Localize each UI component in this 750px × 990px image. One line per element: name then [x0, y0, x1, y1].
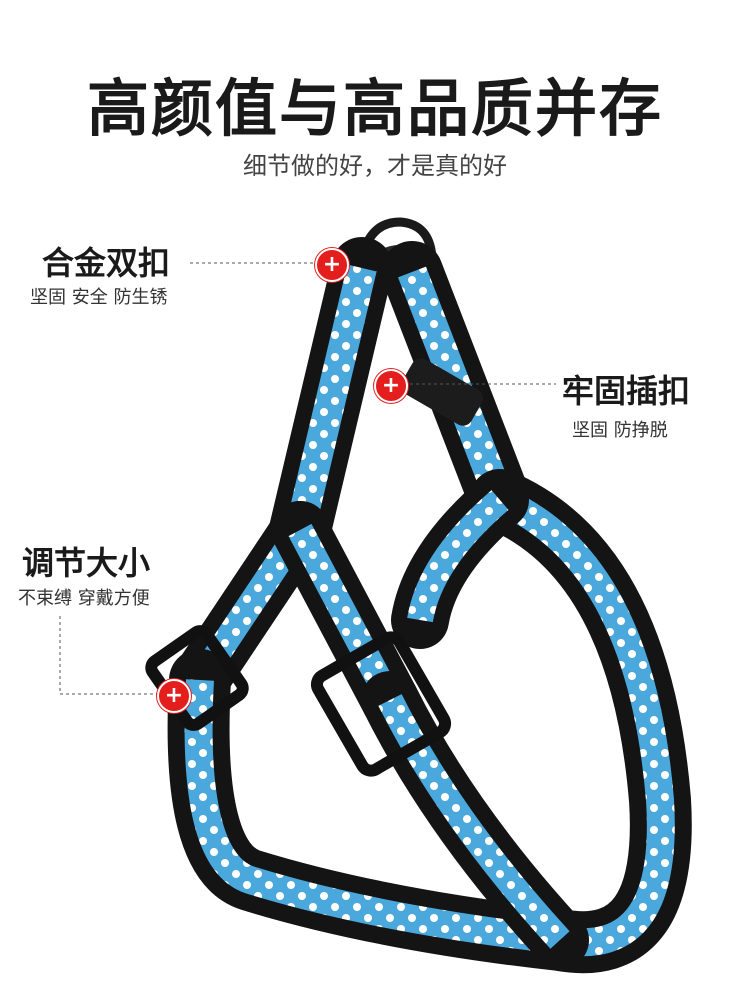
callout-insert-buckle-subtitle: 坚固 防挣脱: [572, 420, 668, 441]
plus-marker-icon: +: [157, 679, 191, 713]
right-adjuster: [310, 631, 452, 777]
plus-marker-icon: +: [315, 248, 349, 282]
callout-alloy-buckle-subtitle: 坚固 安全 防生锈: [30, 287, 168, 308]
callout-insert-buckle-title: 牢固插扣: [562, 372, 691, 410]
callout-alloy-buckle-title: 合金双扣: [42, 244, 171, 282]
callout-adjust-size-title: 调节大小: [22, 544, 151, 582]
headline: 高颜值与高品质并存: [86, 72, 663, 145]
plus-marker-icon: +: [374, 369, 408, 403]
callout-adjust-size-subtitle: 不束缚 穿戴方便: [18, 588, 150, 609]
subheadline: 细节做的好，才是真的好: [243, 152, 507, 180]
insert-buckle: [401, 358, 483, 426]
